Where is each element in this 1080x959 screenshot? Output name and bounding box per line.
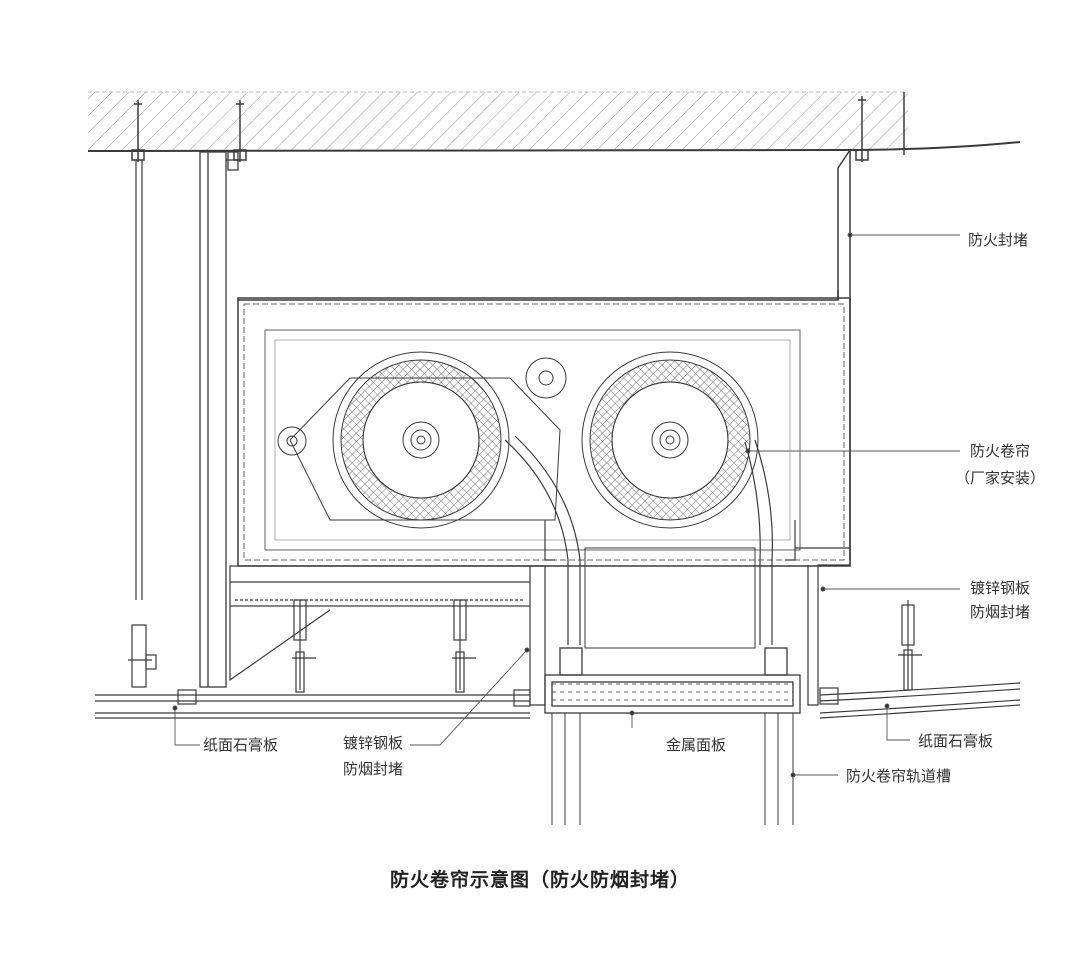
bracket-plate — [277, 357, 567, 521]
metal-panel — [544, 647, 801, 714]
label-rail-groove: 防火卷帘轨道槽 — [846, 767, 952, 785]
coil-right — [581, 351, 759, 529]
concrete-slab — [87, 91, 1021, 152]
label-steel-right-line1: 镀锌钢板 — [970, 579, 1031, 597]
label-metal-panel: 金属面板 — [666, 736, 727, 754]
label-steel-left-line1: 镀锌钢板 — [343, 734, 404, 752]
hanger-rod-left — [128, 160, 157, 688]
label-gypsum-right: 纸面石膏板 — [918, 732, 994, 750]
label-steel-left-line2: 防烟封堵 — [343, 760, 404, 778]
coil-left — [332, 351, 510, 529]
label-gypsum-left: 纸面石膏板 — [203, 736, 279, 754]
figure-title: 防火卷帘示意图（防火防烟封堵） — [389, 869, 690, 891]
shutter-curtains — [504, 435, 796, 645]
center-opening — [584, 547, 756, 649]
label-shutter-line2: （厂家安装） — [955, 469, 1046, 487]
steel-seal-left — [229, 565, 546, 706]
leader-lines — [172, 232, 960, 778]
steel-seal-right — [795, 547, 922, 706]
label-fire-seal: 防火封堵 — [968, 231, 1029, 249]
steel-column — [199, 151, 240, 688]
label-steel-right-line2: 防烟封堵 — [970, 603, 1031, 621]
guide-rails — [551, 713, 794, 825]
gypsum-ceiling — [95, 682, 1021, 719]
hangers-left — [292, 599, 476, 693]
label-shutter-line1: 防火卷帘 — [970, 442, 1031, 460]
